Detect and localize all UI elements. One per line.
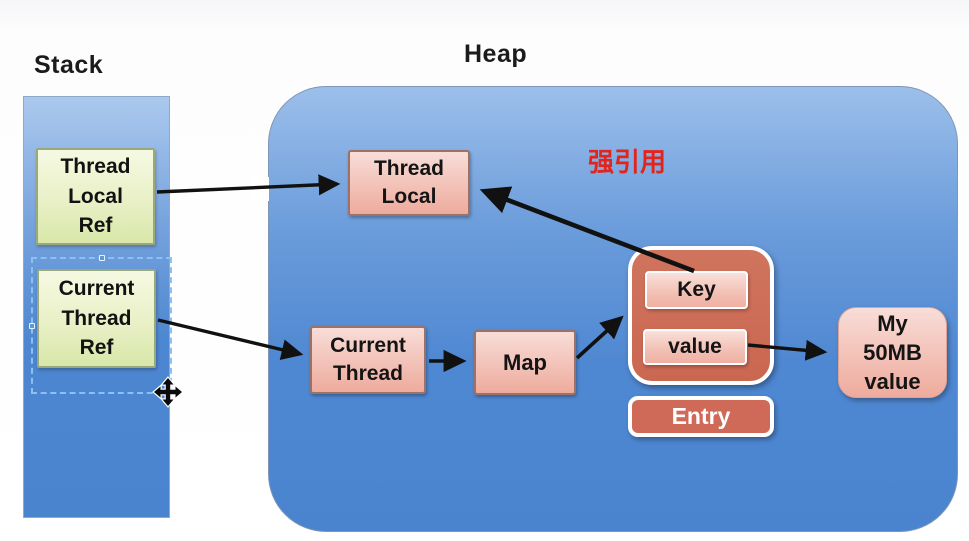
thread-local-line: Thread (373, 156, 444, 180)
map-box: Map (474, 330, 576, 395)
thread-local-ref-box: Thread Local Ref (36, 148, 155, 245)
current-thread-ref-line: Thread (61, 306, 132, 330)
my-value-line: value (864, 369, 921, 395)
thread-local-ref-line: Thread (60, 154, 131, 178)
thread-local-ref-line: Local (68, 184, 123, 208)
entry-caption-label: Entry (671, 403, 731, 429)
current-thread-ref-line: Ref (79, 336, 114, 360)
map-label: Map (503, 349, 547, 375)
stack-title: Stack (34, 51, 104, 79)
current-thread-box: Current Thread (310, 326, 426, 394)
my-value-line: My (877, 310, 908, 336)
entry-value-label: value (668, 335, 722, 358)
thread-local-box: Thread Local (348, 150, 470, 216)
selection-handle[interactable] (99, 255, 105, 261)
my-value-line: 50MB (863, 339, 922, 365)
entry-group-box: Key value (628, 246, 774, 385)
entry-key-label: Key (677, 278, 716, 301)
current-thread-ref-box[interactable]: Current Thread Ref (37, 269, 156, 368)
thread-local-ref-line: Ref (78, 214, 113, 238)
my-50mb-value-box: My 50MB value (838, 307, 947, 398)
entry-caption-box: Entry (628, 396, 774, 437)
arrow-border-notch (252, 177, 269, 201)
current-thread-line: Thread (332, 362, 403, 385)
strong-reference-label: 强引用 (588, 147, 667, 177)
entry-value-box: value (643, 329, 747, 365)
entry-key-box: Key (645, 271, 748, 309)
heap-title: Heap (464, 40, 528, 68)
current-thread-line: Current (330, 333, 406, 357)
current-thread-ref-line: Current (58, 276, 135, 300)
thread-local-line: Local (381, 185, 437, 208)
selection-handle[interactable] (29, 323, 35, 329)
